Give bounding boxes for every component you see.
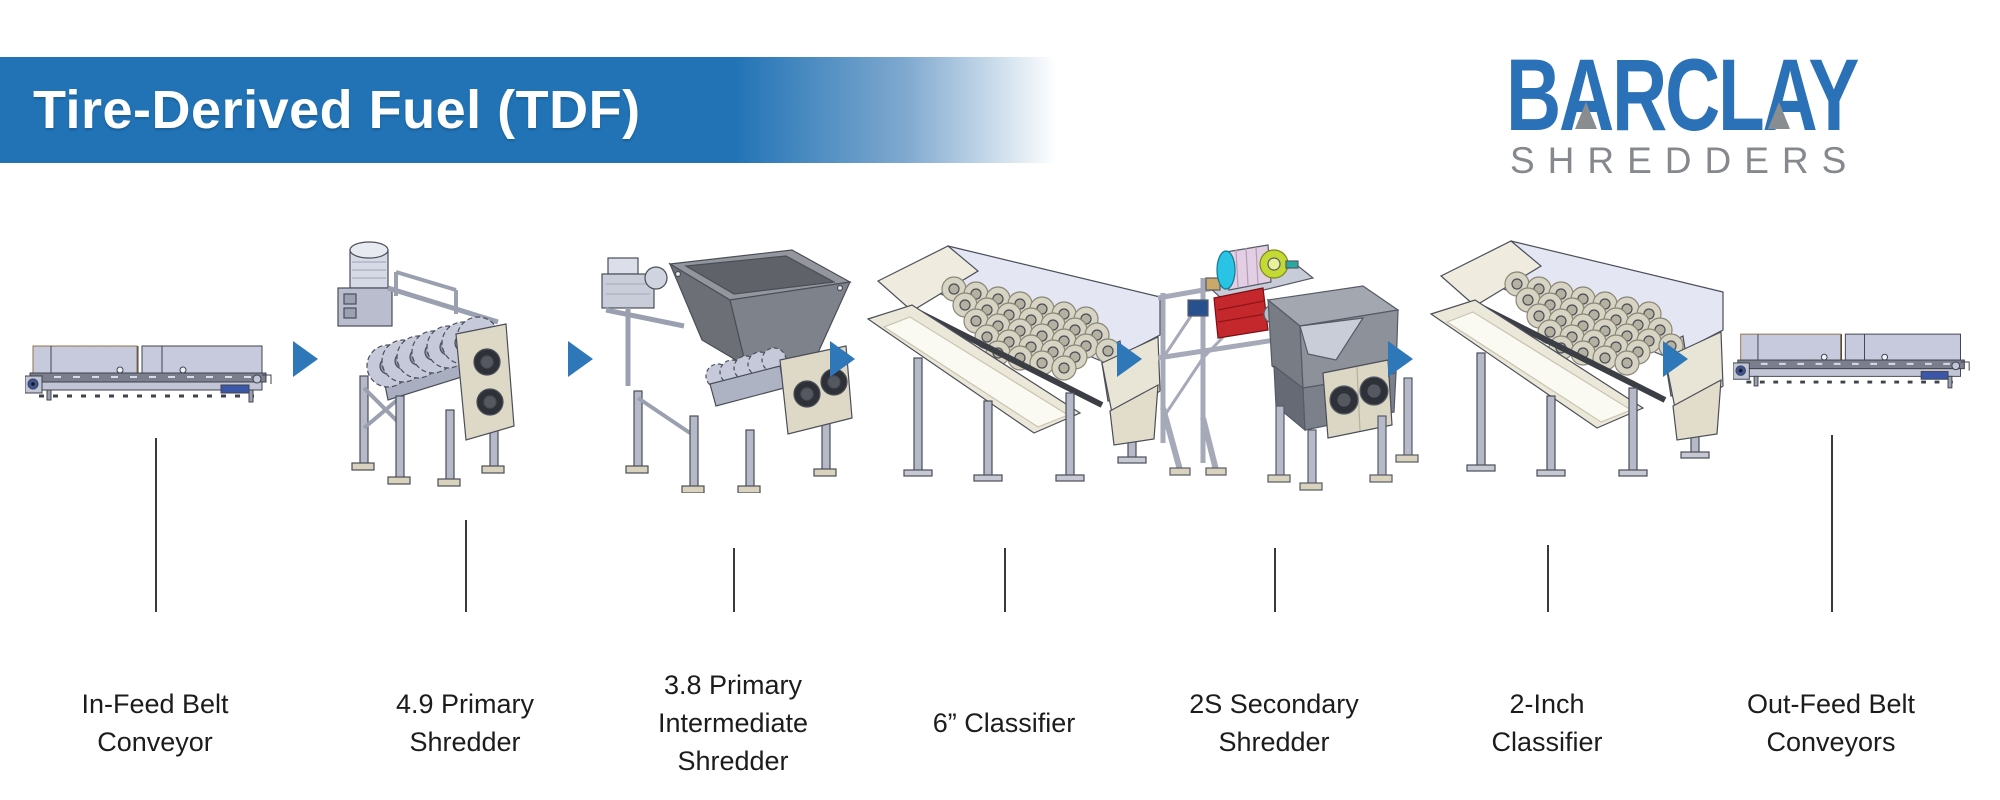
logo-a-triangle-icon xyxy=(1575,102,1597,129)
flow-arrow-icon xyxy=(1388,341,1413,377)
page-title: Tire-Derived Fuel (TDF) xyxy=(33,80,641,140)
leader-line xyxy=(1831,435,1833,612)
machine-label: 3.8 Primary Intermediate Shredder xyxy=(657,669,809,776)
machine-out-feed-belt-conveyors xyxy=(1733,330,1973,392)
machine-label: Out-Feed Belt Conveyors xyxy=(1746,688,1916,757)
machine-3-8-primary-intermediate-shredder xyxy=(598,248,863,493)
logo-brand-text: BARCLAY xyxy=(1506,38,1859,152)
leader-line xyxy=(1004,548,1006,612)
machine-6-inch-classifier xyxy=(862,243,1162,488)
leader-line xyxy=(733,548,735,612)
flow-arrow-icon xyxy=(293,341,318,377)
shredder-hopper-illustration xyxy=(601,249,853,493)
machine-label: 2S Secondary Shredder xyxy=(1189,688,1359,757)
flow-arrow-icon xyxy=(1663,341,1688,377)
leader-line xyxy=(465,520,467,612)
flow-arrow-icon xyxy=(568,341,593,377)
title-banner: Tire-Derived Fuel (TDF) xyxy=(0,57,1078,163)
shredder-illustration xyxy=(337,241,515,487)
flow-arrow-icon xyxy=(830,341,855,377)
belt-conveyor-illustration xyxy=(25,345,272,403)
machine-label: 2-Inch Classifier xyxy=(1491,688,1603,757)
belt-conveyor-illustration xyxy=(1733,333,1970,389)
flow-arrow-icon xyxy=(1117,341,1142,377)
barclay-logo: BARCLAY SHREDDERS xyxy=(1506,38,1886,187)
machine-in-feed-belt-conveyor xyxy=(25,343,275,405)
machine-label: In-Feed Belt Conveyor xyxy=(81,688,229,757)
leader-line xyxy=(1274,548,1276,612)
leader-line xyxy=(1547,545,1549,612)
shredder-motor-illustration xyxy=(1157,244,1419,491)
machine-label: 6” Classifier xyxy=(932,707,1076,738)
classifier-illustration xyxy=(866,245,1161,482)
logo-a-triangle-icon xyxy=(1768,102,1790,129)
machine-label: 4.9 Primary Shredder xyxy=(395,688,535,757)
logo-subtitle-text: SHREDDERS xyxy=(1510,140,1860,181)
machine-4-9-primary-shredder xyxy=(330,238,520,488)
leader-line xyxy=(155,438,157,612)
machine-2s-secondary-shredder xyxy=(1148,238,1433,493)
